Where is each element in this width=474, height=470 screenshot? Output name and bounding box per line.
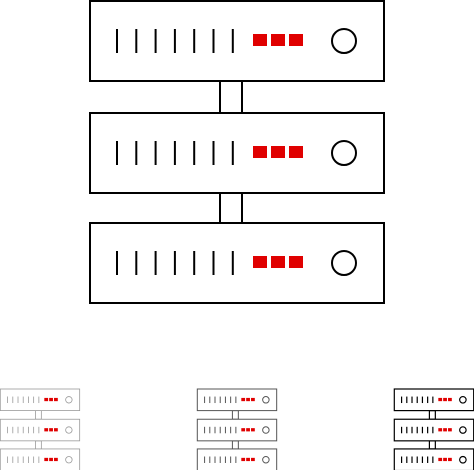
main-power-button-icon	[331, 140, 357, 166]
variant-indicator-light	[49, 428, 53, 432]
variant-indicator-light	[438, 457, 443, 462]
variant-unit-connector	[428, 410, 436, 420]
variant-server-unit	[393, 388, 474, 412]
variant-power-button-icon	[65, 426, 73, 434]
main-server-unit	[89, 0, 385, 82]
variant-rack	[393, 388, 474, 470]
main-indicator-light	[289, 256, 303, 268]
variant-unit-connector	[428, 440, 436, 450]
variant-power-button-icon	[459, 395, 467, 404]
variant-server-unit	[196, 418, 278, 442]
variant-indicator-light	[241, 397, 246, 402]
variant-server-unit-frame	[0, 448, 81, 470]
variant-power-button-icon	[65, 396, 73, 404]
variant-indicator-light	[443, 457, 447, 462]
main-power-button-icon	[331, 28, 357, 54]
variant-power-button-icon	[262, 396, 270, 404]
thin-line-variant	[0, 388, 81, 470]
variant-indicator-light	[54, 457, 58, 462]
variant-indicator-light	[54, 397, 58, 402]
variant-unit-connector	[35, 410, 42, 420]
variant-server-unit	[0, 418, 81, 442]
variant-server-unit	[196, 388, 278, 412]
main-server-unit-frame	[89, 0, 385, 82]
main-indicator-light	[271, 34, 285, 46]
variant-server-unit-frame	[0, 418, 81, 442]
variant-indicator-light	[246, 457, 250, 462]
main-indicator-light	[271, 146, 285, 158]
main-indicator-light	[253, 34, 267, 46]
variant-indicator-light	[448, 428, 452, 432]
variant-power-button-icon	[459, 455, 467, 464]
variant-indicator-light	[438, 397, 443, 402]
variant-unit-connector	[35, 440, 42, 450]
main-server-unit	[89, 222, 385, 304]
variant-indicator-light	[443, 397, 447, 402]
variant-rack	[196, 388, 278, 470]
variant-indicator-light	[54, 428, 58, 432]
variant-indicator-light	[251, 457, 255, 462]
variant-indicator-light	[251, 428, 255, 432]
variant-server-unit	[196, 448, 278, 470]
variant-indicator-light	[448, 457, 452, 462]
variant-server-unit-frame	[196, 418, 278, 442]
main-rack	[89, 0, 385, 304]
variant-server-unit-frame	[196, 448, 278, 470]
main-indicator-light	[289, 34, 303, 46]
variant-indicator-light	[44, 457, 49, 462]
main-power-button-icon	[331, 250, 357, 276]
main-unit-connector	[219, 80, 243, 114]
main-server-unit	[89, 112, 385, 194]
main-indicator-light	[271, 256, 285, 268]
variant-server-unit	[0, 388, 81, 412]
variant-server-unit-frame	[196, 388, 278, 412]
variant-indicator-light	[251, 397, 255, 402]
variant-indicator-light	[49, 457, 53, 462]
variant-indicator-light	[443, 428, 447, 432]
main-server-unit-frame	[89, 112, 385, 194]
variant-indicator-light	[448, 397, 452, 402]
main-server-unit-frame	[89, 222, 385, 304]
variant-rack	[0, 388, 81, 470]
variant-indicator-light	[246, 428, 250, 432]
bold-line-variant	[393, 388, 474, 470]
variant-server-unit	[393, 418, 474, 442]
main-indicator-light	[253, 256, 267, 268]
variant-unit-connector	[231, 410, 239, 420]
variant-power-button-icon	[262, 456, 270, 464]
variant-unit-connector	[231, 440, 239, 450]
variant-indicator-light	[44, 397, 49, 402]
variant-power-button-icon	[65, 456, 73, 464]
variant-server-unit	[0, 448, 81, 470]
regular-line-variant	[196, 388, 278, 470]
variant-indicator-light	[246, 397, 250, 402]
main-indicator-light	[289, 146, 303, 158]
variant-indicator-light	[241, 457, 246, 462]
main-indicator-light	[253, 146, 267, 158]
variant-server-unit-frame	[0, 388, 81, 412]
main-unit-connector	[219, 192, 243, 224]
variant-indicator-light	[241, 428, 246, 432]
variant-power-button-icon	[262, 426, 270, 434]
variant-server-unit	[393, 448, 474, 470]
variant-power-button-icon	[459, 426, 467, 434]
variant-indicator-light	[44, 428, 49, 432]
variant-indicator-light	[49, 397, 53, 402]
variant-indicator-light	[438, 428, 443, 432]
